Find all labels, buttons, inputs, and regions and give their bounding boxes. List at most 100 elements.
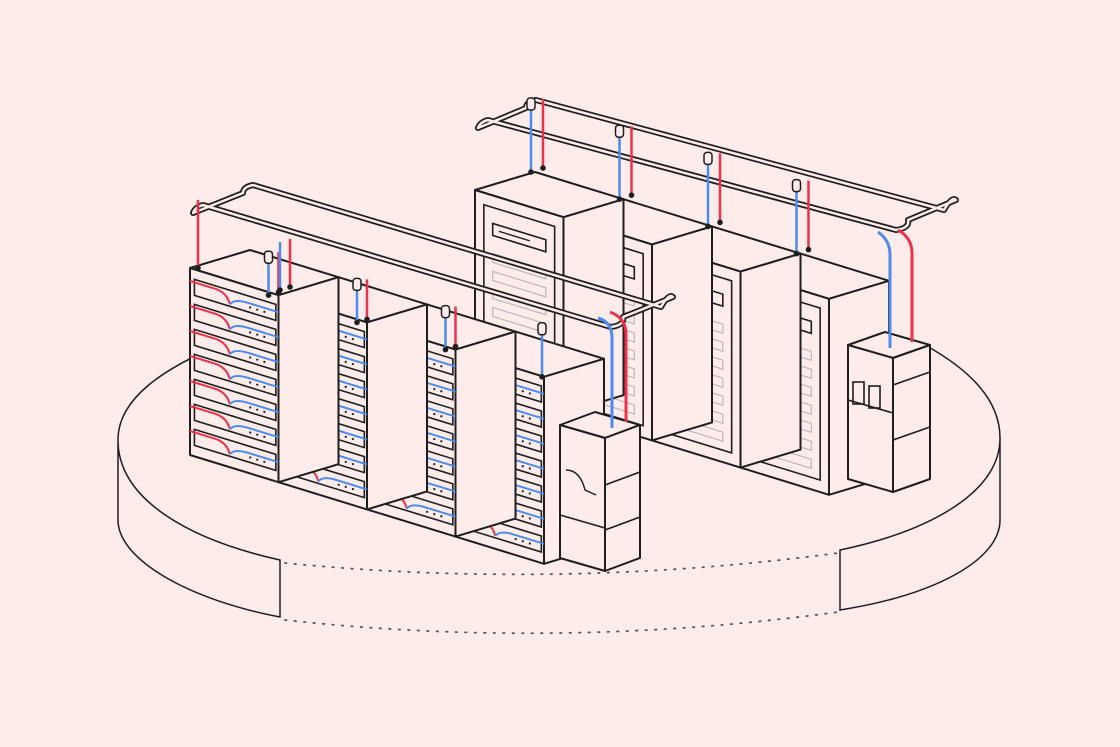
indicator-dot [351,462,354,466]
indicator-dot [351,362,354,366]
valve-icon [791,178,802,193]
left-overhead-pipe-loop [190,182,676,428]
indicator-dot [344,360,347,363]
indicator-dot [256,433,259,436]
cold-cooling-line [494,531,545,545]
cooling-unit-front [847,344,894,493]
indicator-dot [263,335,266,338]
indicator-dot [351,412,354,416]
left-liquid-cooled-rack-row [189,249,605,565]
pipe-connector [805,246,812,253]
pipe-connector [452,343,459,350]
pipe-connector [628,192,635,198]
indicator-dot [249,431,252,434]
indicator-dot [263,310,266,313]
indicator-dot [433,512,436,516]
indicator-dot [440,415,443,418]
indicator-dot [433,462,436,466]
pipe-connector [793,250,800,257]
cold-cooling-line [229,349,279,364]
display-slot [498,230,531,242]
indicator-dot [440,490,443,493]
pipe-connector [540,165,546,171]
pipe-connector [287,284,293,290]
server-tray [193,278,277,322]
indicator-dot [263,385,266,388]
indicator-dot [351,437,354,441]
indicator-dot [440,365,443,368]
indicator-dot [256,333,259,336]
hot-return-pipe [897,228,914,342]
pipe-inner [476,98,958,232]
indicator-dot [521,465,524,468]
pipe-connector [195,265,201,271]
indicator-dot [528,492,531,495]
indicator-dot [528,542,531,545]
hot-cooling-line [189,430,231,455]
indicator-dot [528,442,531,445]
liquid-cooled-cabinet-front [189,267,280,484]
indicator-dot [528,392,531,395]
cold-cooling-line [229,299,279,314]
pipe-connector [616,196,623,202]
indicator-dot [426,510,429,513]
indicator-dot [344,435,347,438]
liquid-cooled-cabinet-side [366,303,428,511]
valve-icon [352,277,362,292]
hot-cooling-line [189,380,231,405]
valve-icon [526,97,536,111]
indicator-dot [521,415,524,418]
indicator-dot [433,487,436,491]
cold-supply-pipe [597,316,614,428]
server-tray [193,378,277,422]
indicator-dot [521,490,524,493]
server-tray [193,328,277,372]
indicator-dot [528,467,531,470]
indicator-dot [344,335,347,338]
indicator-dot [263,360,266,363]
pipe-connector [442,346,449,353]
platform-left-wall [117,439,281,618]
cold-supply-pipe [877,230,892,348]
indicator-dot [521,540,524,543]
cooler-shelf [847,399,894,414]
right-overhead-pipe-loop [475,97,959,348]
indicator-dot [344,385,347,388]
platform-dotted-edge [284,552,839,576]
server-cabinet-side [651,225,713,442]
indicator-dot [249,456,252,459]
indicator-dot [337,483,340,486]
cooler-pipework [565,469,597,496]
indicator-dot [256,383,259,386]
right-cooling-unit [847,331,931,493]
cooler-shelf [892,426,931,441]
server-tray [193,403,277,447]
pipe-connector [528,169,534,175]
indicator-dot [256,308,259,311]
valve-icon [614,124,625,138]
indicator-dot [514,537,517,541]
server-cabinet-side [739,252,802,469]
cold-cooling-line [406,504,456,518]
indicator-dot [344,460,347,463]
cooling-unit-front [559,424,606,572]
indicator-dot [249,306,252,309]
indicator-dot [256,458,259,461]
hot-cooling-line [189,355,231,380]
platform-right-wall [839,437,1001,611]
indicator-dot [351,387,354,391]
hot-return-pipe [609,310,628,422]
cooler-shelf [604,471,641,486]
indicator-dot [351,337,354,341]
hot-cooling-line [189,405,231,430]
valve-icon [440,304,451,319]
indicator-dot [351,487,354,491]
hot-cooling-line [189,330,231,355]
indicator-dot [433,412,436,416]
indicator-dot [249,331,252,334]
server-tray [193,428,277,472]
cold-cooling-line [229,449,279,464]
indicator-dot [256,358,259,361]
indicator-dot [440,515,443,518]
